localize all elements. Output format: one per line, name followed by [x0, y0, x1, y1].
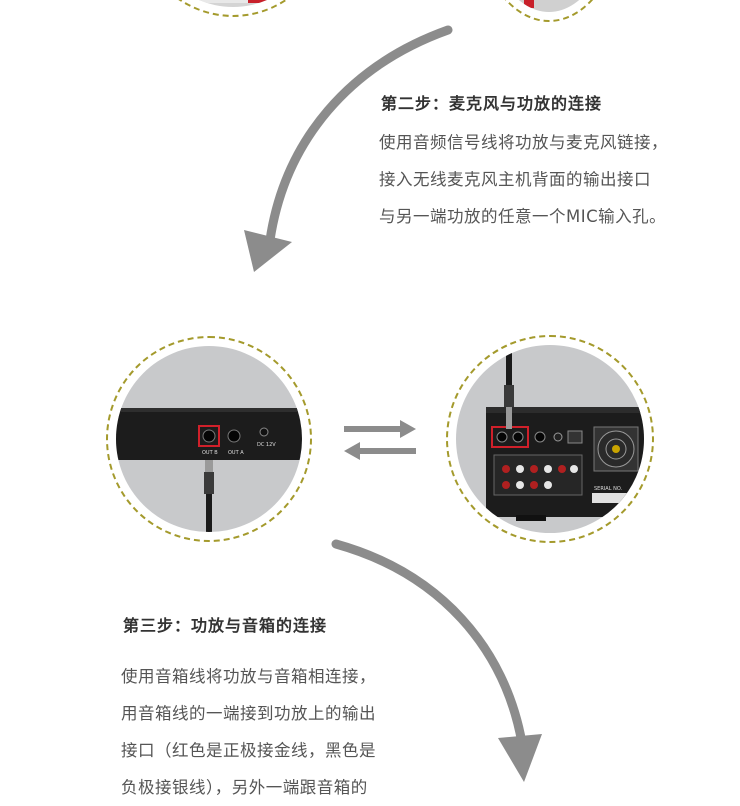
top-left-photo-circle [128, 0, 338, 17]
step2-line: 接入无线麦克风主机背面的输出接口 [379, 170, 651, 189]
amplifier-photo-circle: SERIAL NO. [446, 335, 654, 543]
step3-line: 使用音箱线将功放与音箱相连接， [121, 667, 376, 686]
top-right-photo-circle [474, 0, 624, 22]
step2-line: 与另一端功放的任意一个MIC输入孔。 [379, 207, 667, 226]
mic-receiver-photo-circle: OUT B OUT A DC 12V [106, 336, 312, 542]
step2-paragraph: 使用音频信号线将功放与麦克风链接， 接入无线麦克风主机背面的输出接口 与另一端功… [379, 124, 668, 235]
step2-line: 使用音频信号线将功放与麦克风链接， [379, 133, 668, 152]
curved-arrow-down-right-icon [331, 539, 542, 782]
step2-title: 第二步：麦克风与功放的连接 [381, 94, 603, 113]
curved-arrow-down-left-icon [244, 25, 453, 272]
out-b-label: OUT B [202, 450, 218, 456]
out-a-label: OUT A [228, 450, 244, 456]
step3-line: 用音箱线的一端接到功放上的输出 [121, 704, 376, 723]
step3-paragraph: 使用音箱线将功放与音箱相连接， 用音箱线的一端接到功放上的输出 接口（红色是正极… [121, 658, 376, 806]
dc-label: DC 12V [257, 442, 276, 448]
step3-line: 接口（红色是正极接金线，黑色是 [121, 741, 376, 760]
amplifier-back-image: SERIAL NO. [486, 345, 644, 521]
serial-label: SERIAL NO. [594, 486, 623, 492]
bidirectional-arrows-icon [344, 420, 416, 460]
step3-line: 负极接银线），另外一端跟音箱的 [121, 778, 368, 797]
step3-title: 第三步：功放与音箱的连接 [123, 616, 328, 635]
mic-receiver-back-image: OUT B OUT A DC 12V [116, 408, 302, 532]
